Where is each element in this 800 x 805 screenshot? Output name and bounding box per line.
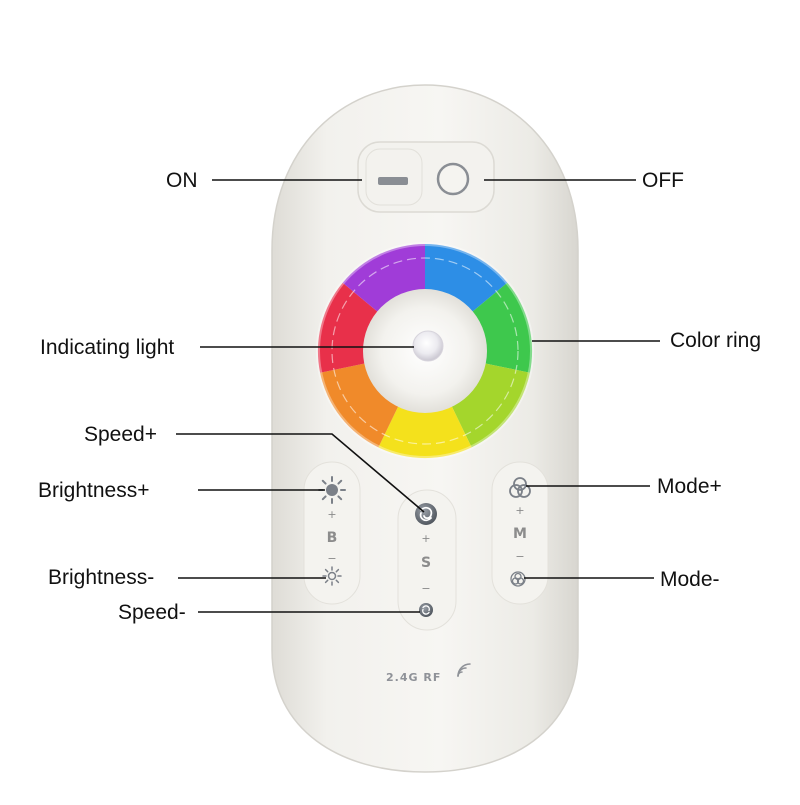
brightness-column-letter: B	[327, 530, 338, 546]
brightness-minus-sign: −	[327, 552, 336, 565]
mode-minus-sign: −	[515, 550, 524, 563]
on-label: ON	[166, 169, 198, 192]
brightness-minus-label: Brightness-	[48, 566, 155, 589]
three-circles-small-icon[interactable]	[510, 571, 526, 587]
leader-lines	[176, 179, 660, 613]
color-ring-label: Color ring	[670, 329, 762, 352]
speed-plus-leader	[176, 433, 425, 513]
speed-strip	[397, 489, 457, 631]
off-button[interactable]	[436, 162, 470, 196]
speed-minus-label: Speed-	[118, 601, 186, 624]
mode-minus-label: Mode-	[660, 568, 720, 591]
mode-plus-label: Mode+	[657, 475, 722, 498]
mode-column-letter: M	[513, 526, 527, 542]
speed-column-letter: S	[421, 555, 431, 571]
small-sun-icon[interactable]	[322, 566, 342, 586]
rf-label: 2.4G RF	[386, 671, 441, 684]
on-button[interactable]	[365, 148, 423, 206]
speed-minus-sign: −	[421, 582, 430, 595]
mode-plus-sign: +	[515, 504, 524, 517]
indicating-light-label: Indicating light	[40, 336, 175, 359]
indicating-light	[412, 330, 444, 362]
speed-plus-label: Speed+	[84, 423, 157, 446]
brightness-strip	[303, 461, 361, 605]
brightness-plus-sign: +	[327, 508, 336, 521]
speed-plus-sign: +	[421, 532, 430, 545]
mode-strip	[491, 461, 549, 605]
three-circles-icon[interactable]	[509, 477, 531, 498]
wireless-signal-icon	[457, 663, 471, 677]
brightness-plus-label: Brightness+	[38, 479, 150, 502]
minus-bar-icon	[378, 177, 408, 185]
power-panel	[357, 141, 495, 213]
swirl-small-icon[interactable]	[419, 603, 433, 617]
off-label: OFF	[642, 169, 684, 192]
